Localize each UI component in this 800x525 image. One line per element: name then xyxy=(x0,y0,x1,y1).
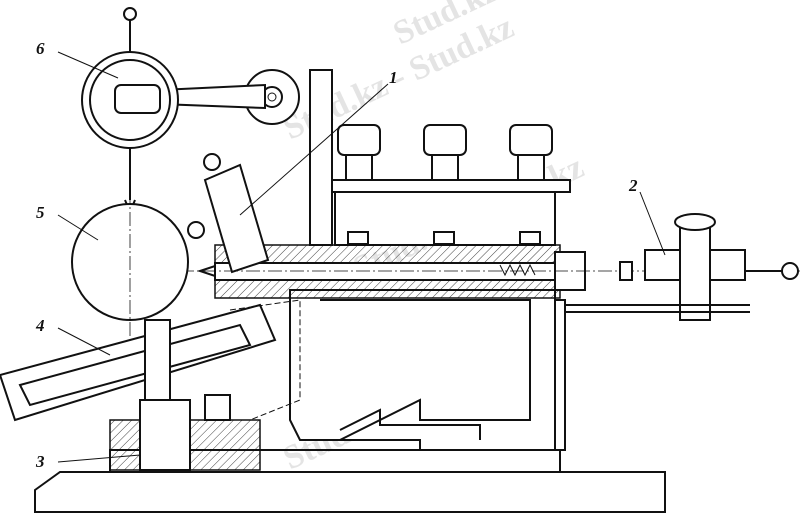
label-4: 4 xyxy=(35,316,45,335)
clamp-screw xyxy=(337,124,381,245)
pivot-bearing-3 xyxy=(109,319,261,471)
dial-indicator-6 xyxy=(81,7,179,215)
label-3: 3 xyxy=(35,452,45,471)
post-1 xyxy=(159,69,333,274)
main-frame xyxy=(289,289,566,451)
label-6: 6 xyxy=(36,39,45,58)
clamp-screw xyxy=(509,124,553,245)
spindle-section xyxy=(180,244,800,299)
leader-lines xyxy=(57,51,666,463)
label-1: 1 xyxy=(389,68,398,87)
tool-block xyxy=(319,124,571,246)
workpiece-ball-5 xyxy=(71,190,189,340)
label-5: 5 xyxy=(36,203,45,222)
label-2: 2 xyxy=(628,176,638,195)
indicator-assembly-2 xyxy=(565,213,799,321)
clamp-screw xyxy=(423,124,467,245)
